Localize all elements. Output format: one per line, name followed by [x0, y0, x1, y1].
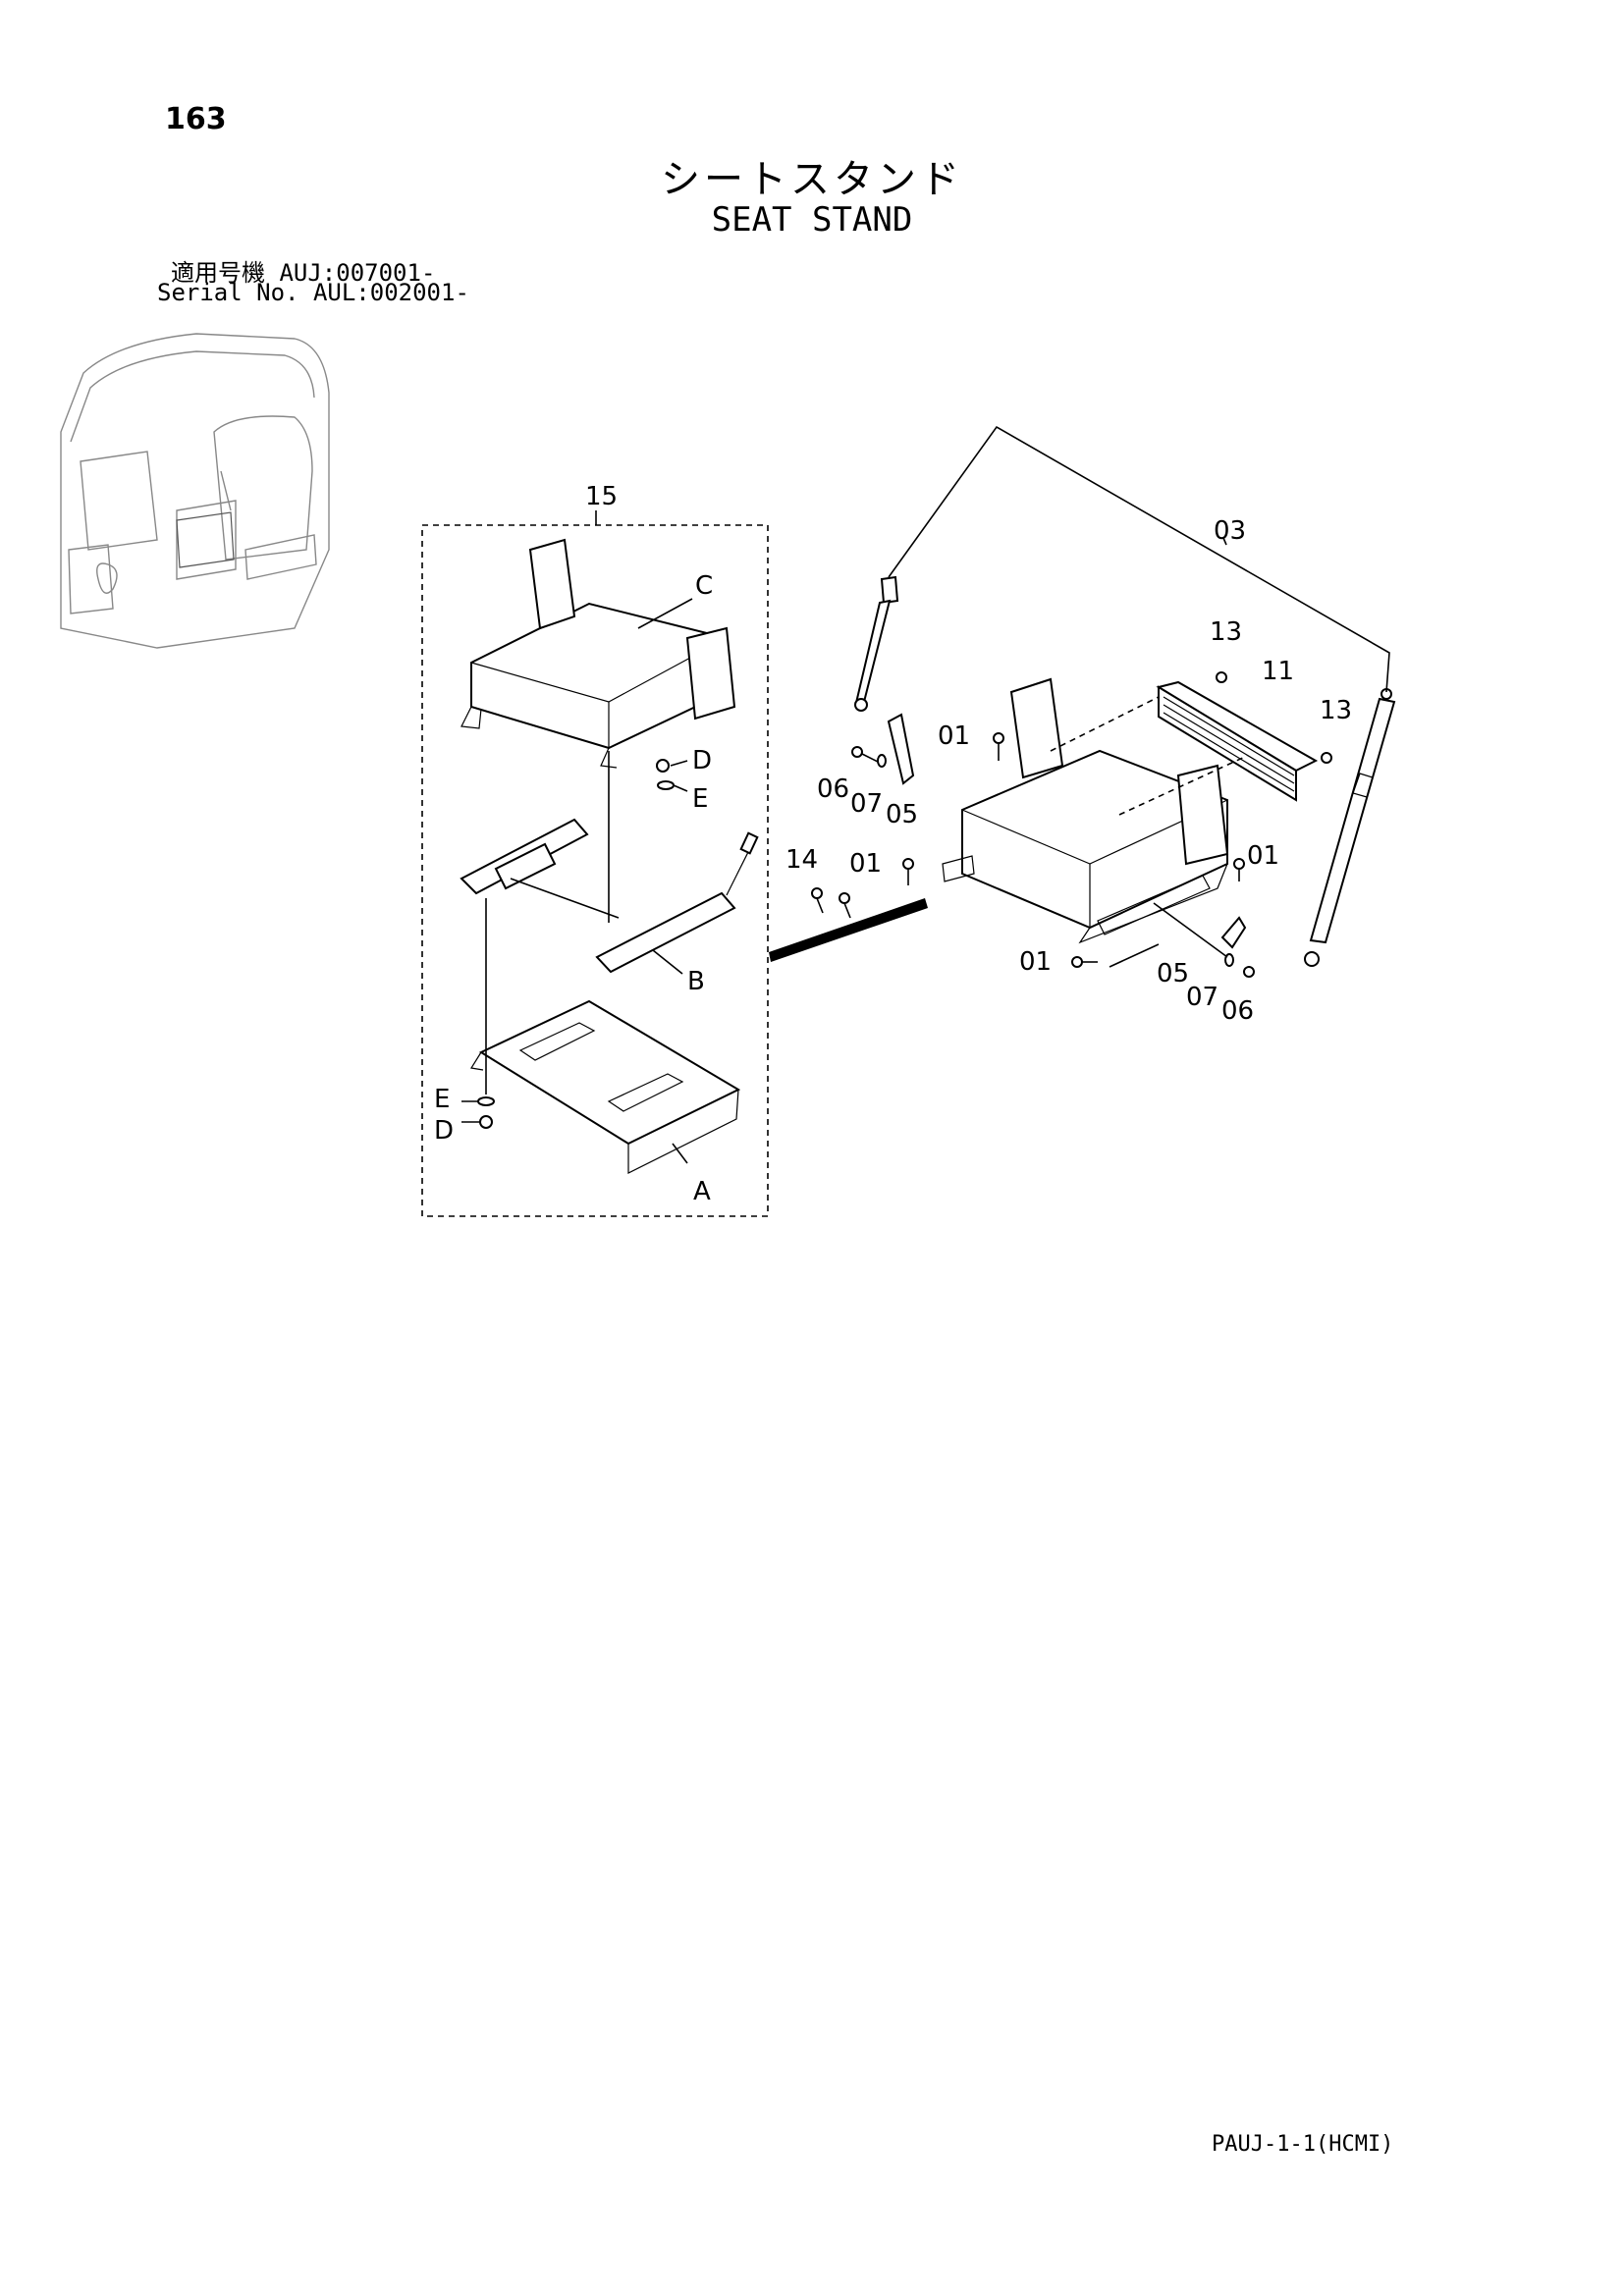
washer-e-top	[657, 780, 675, 790]
fasteners-right	[811, 671, 1332, 978]
callout-e-bottom: E	[434, 1085, 450, 1114]
part-03-gas-strut-right	[1304, 688, 1396, 967]
part-b-slide-rail	[460, 818, 759, 974]
callout-05-bottom: 05	[1157, 959, 1189, 988]
part-05-bracket-bottom	[1220, 916, 1247, 949]
callout-13-left: 13	[1210, 617, 1242, 647]
nut-d-top	[656, 759, 670, 773]
callout-e-top: E	[692, 784, 708, 814]
serial-value: AUL:002001-	[312, 279, 469, 306]
serial-label: 適用号機	[171, 259, 265, 287]
nut-d-bottom	[479, 1115, 493, 1129]
pointer-arrow	[769, 898, 928, 962]
callout-01-top: 01	[938, 721, 970, 751]
callout-13-right: 13	[1320, 696, 1352, 725]
part-a-base-plate	[470, 999, 741, 1174]
callout-14: 14	[785, 845, 818, 875]
callout-05-top: 05	[886, 800, 918, 829]
callout-07-top: 07	[850, 789, 883, 819]
cab-locator-thumbnail	[60, 333, 330, 649]
callout-01-right: 01	[1247, 841, 1279, 871]
callout-01-bottom: 01	[1019, 947, 1052, 977]
part-05-bracket-top	[887, 713, 915, 785]
footer-code: PAUJ-1-1(HCMI)	[1212, 2132, 1394, 2157]
assembly-boundary	[421, 524, 769, 1217]
callout-d-top: D	[692, 746, 712, 775]
callout-d-bottom: D	[434, 1116, 454, 1146]
page-number: 163	[165, 102, 227, 136]
callout-15: 15	[585, 482, 618, 511]
serial-row-1: 適用号機 AUJ:007001-	[171, 253, 435, 288]
callout-01-mid: 01	[849, 849, 882, 879]
serial-label: Serial No.	[157, 279, 299, 306]
part-c-upper-stand	[460, 538, 736, 769]
callout-03: 03	[1214, 516, 1246, 546]
serial-row-2: Serial No. AUL:002001-	[157, 279, 469, 306]
callout-06-top: 06	[817, 774, 849, 804]
callout-c: C	[695, 571, 713, 601]
part-03-gas-strut-left	[854, 575, 899, 712]
seat-stand-main-box	[942, 677, 1229, 944]
page-title-japanese: シートスタンド	[661, 157, 963, 202]
callout-b: B	[687, 967, 705, 996]
part-11-grille	[1156, 680, 1319, 802]
callout-07-bottom: 07	[1186, 983, 1218, 1012]
callout-11: 11	[1262, 657, 1294, 686]
page-title-english: SEAT STAND	[711, 200, 913, 240]
callout-06-bottom: 06	[1221, 996, 1254, 1026]
callout-a: A	[693, 1177, 711, 1206]
washer-e-bottom	[477, 1096, 495, 1106]
serial-value: AUJ:007001-	[279, 259, 436, 287]
